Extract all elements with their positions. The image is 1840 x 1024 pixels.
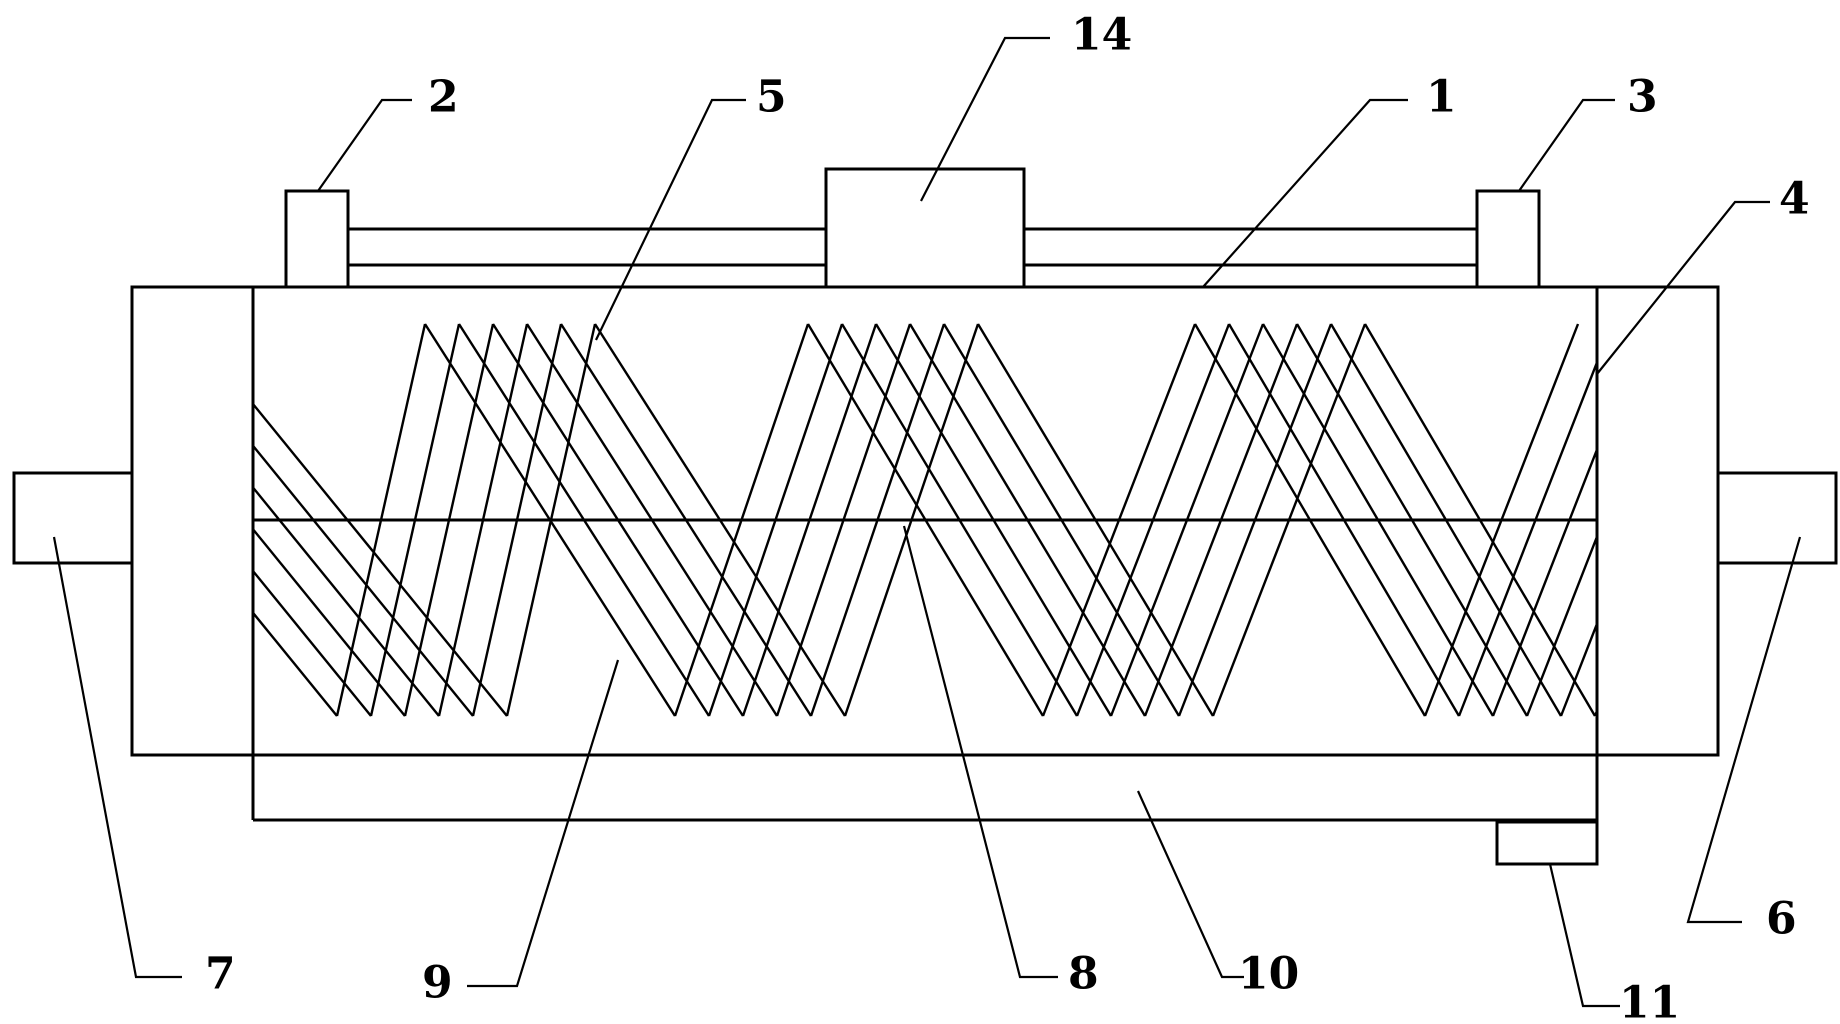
blade-edge (252, 570, 372, 717)
blade-edge (1295, 323, 1529, 717)
helical-blades (252, 323, 1599, 717)
blade-edge (1075, 323, 1231, 717)
blade-edge (673, 323, 810, 717)
label-11: 11 (1619, 978, 1680, 1024)
blade-edge (559, 323, 813, 717)
left-support (284, 189, 350, 289)
blade-edge (525, 323, 779, 717)
leader-line-7 (52, 536, 182, 979)
blade-edge (491, 323, 745, 717)
label-2: 2 (428, 72, 459, 123)
blade-edge (1261, 323, 1495, 717)
blade-edge (252, 528, 406, 717)
label-10: 10 (1238, 949, 1299, 1000)
blade-edge (1177, 323, 1333, 717)
blade-edge (252, 612, 338, 717)
leader-line-3 (1518, 98, 1615, 192)
blade-edge (874, 323, 1113, 717)
top-rail (346, 227, 828, 267)
leader-line-9 (467, 659, 620, 988)
leader-line-14 (920, 36, 1050, 202)
blade-edge (1559, 623, 1599, 717)
blade-edge (1227, 323, 1461, 717)
blade-edge (505, 323, 597, 717)
blade-edge (1193, 323, 1427, 717)
leader-line-8 (902, 525, 1058, 979)
blade-edge (471, 323, 563, 717)
blade-edge (908, 323, 1147, 717)
leader-line-4 (1596, 200, 1770, 375)
blade-edge (1593, 710, 1599, 717)
blade-edge (1457, 361, 1599, 717)
label-3: 3 (1627, 72, 1658, 123)
label-8: 8 (1068, 949, 1099, 1000)
blade-edge (840, 323, 1079, 717)
blade-edge (775, 323, 912, 717)
blade-edge (843, 323, 980, 717)
blade-edge (976, 323, 1215, 717)
leader-line-5 (595, 98, 746, 341)
left-shaft (12, 471, 134, 565)
blade-edge (1423, 323, 1580, 717)
blade-edge (1363, 323, 1597, 717)
label-6: 6 (1766, 894, 1797, 945)
label-9: 9 (422, 958, 453, 1009)
blade-edge (1329, 323, 1563, 717)
leader-line-2 (317, 98, 412, 192)
blade-edge (806, 323, 1045, 717)
right-support (1475, 189, 1541, 289)
label-5: 5 (756, 72, 787, 123)
label-7: 7 (205, 949, 236, 1000)
leader-line-6 (1686, 536, 1802, 924)
right-shaft (1716, 471, 1838, 565)
leader-line-1 (1202, 98, 1408, 288)
blade-edge (741, 323, 878, 717)
blade-edge (252, 445, 474, 717)
blade-edge (809, 323, 946, 717)
blade-edge (1109, 323, 1265, 717)
blade-edge (1525, 536, 1599, 717)
leader-line-11 (1548, 863, 1620, 1008)
blade-edge (252, 403, 508, 717)
label-4: 4 (1779, 174, 1810, 225)
label-14: 14 (1071, 10, 1132, 61)
outlet (1495, 820, 1599, 866)
blade-edge (252, 486, 440, 717)
blade-edge (1491, 449, 1599, 717)
blade-edge (593, 323, 847, 717)
motor-box (824, 167, 1026, 289)
blade-edge (707, 323, 844, 717)
label-1: 1 (1426, 72, 1457, 123)
blade-edge (457, 323, 711, 717)
blade-edge (1041, 323, 1197, 717)
blade-edge (942, 323, 1181, 717)
top-rail (1022, 227, 1479, 267)
blade-edge (1143, 323, 1299, 717)
blade-edge (1211, 323, 1367, 717)
leader-line-10 (1136, 790, 1244, 979)
